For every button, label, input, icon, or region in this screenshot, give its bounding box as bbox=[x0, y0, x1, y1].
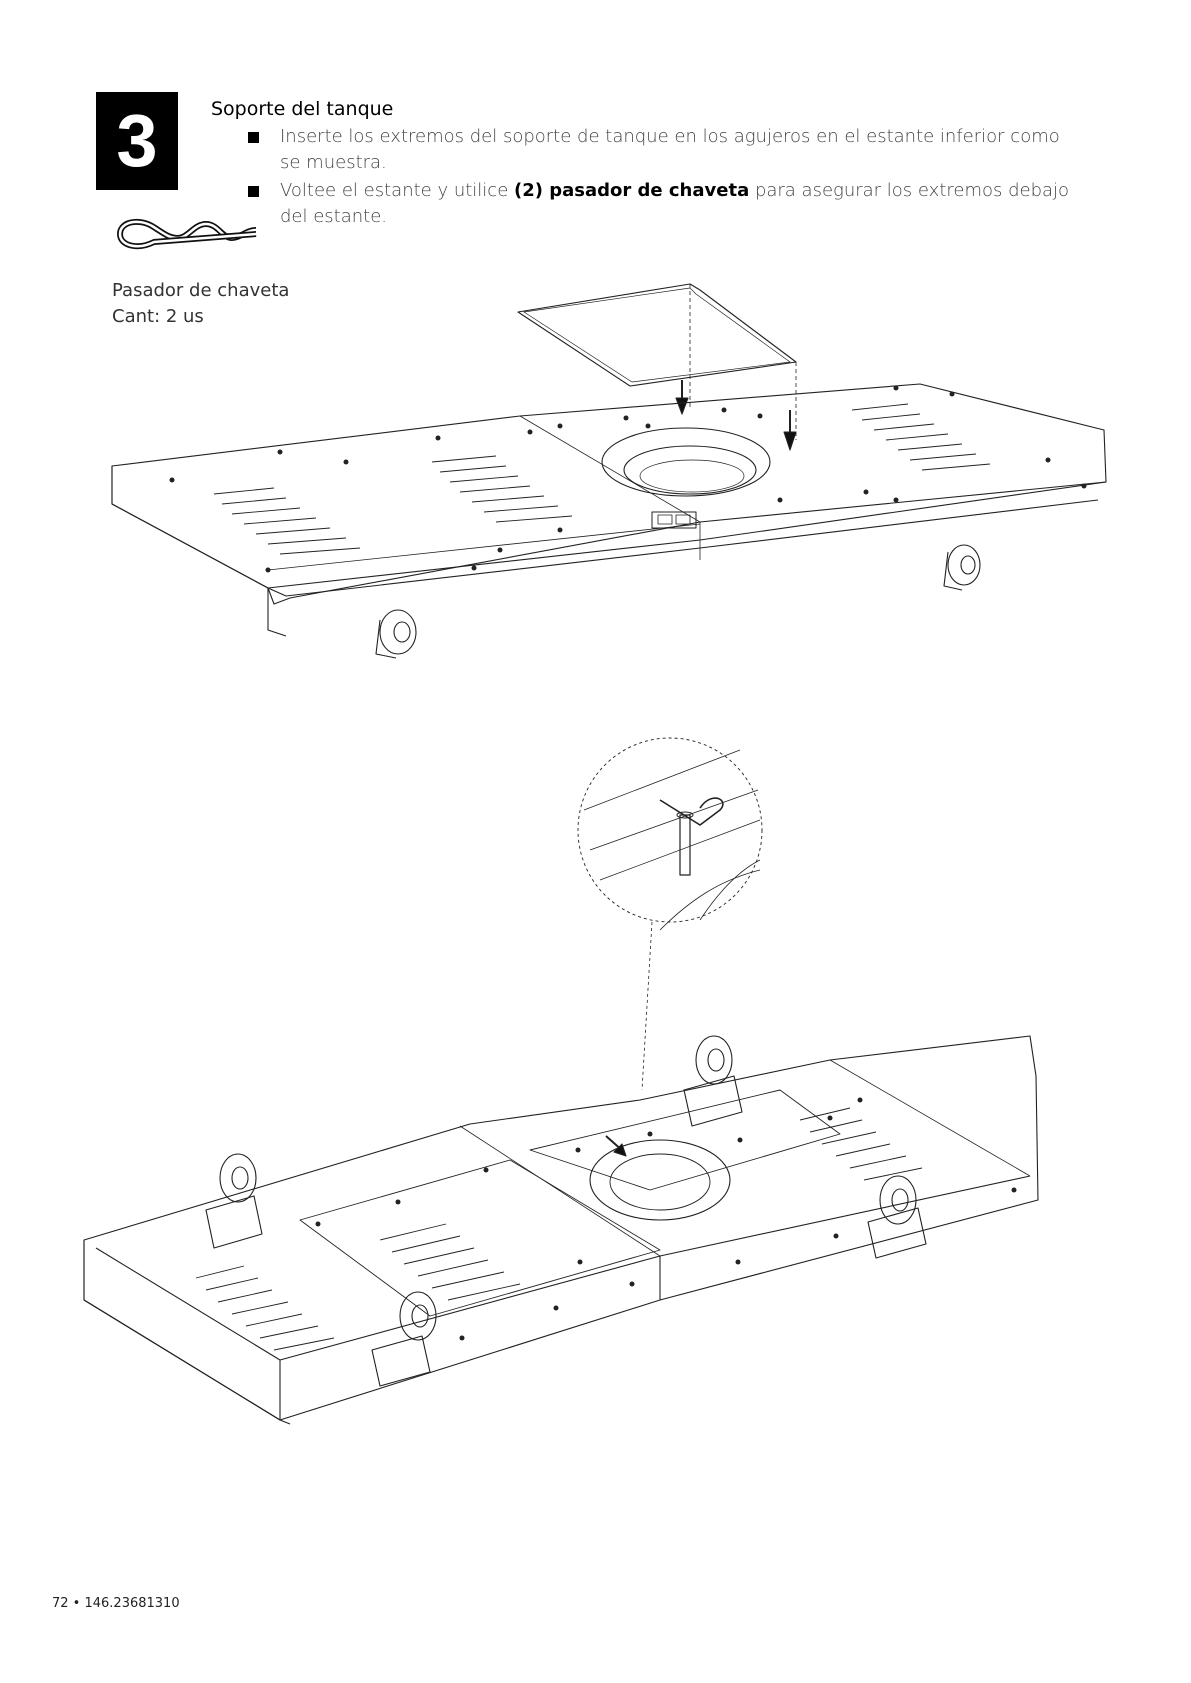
page-footer: 72 • 146.23681310 bbox=[52, 1596, 180, 1611]
